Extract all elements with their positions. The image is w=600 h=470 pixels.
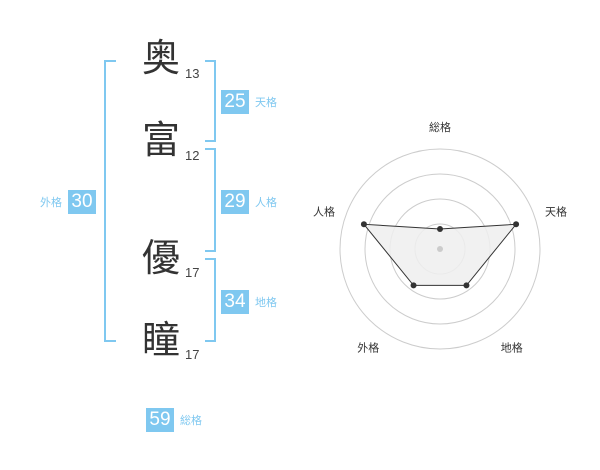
radar-ring xyxy=(339,148,541,350)
stroke-count-2: 12 xyxy=(185,148,200,163)
chikaku-value: 34 xyxy=(221,290,249,314)
tenkaku-value: 25 xyxy=(221,90,249,114)
tenkaku-label: 天格 xyxy=(255,96,277,109)
radar-polygon xyxy=(362,223,518,286)
soukaku-score: 59 総格 xyxy=(146,408,202,432)
gaikaku-label: 外格 xyxy=(40,196,62,209)
jinkaku-value: 29 xyxy=(221,190,249,214)
soukaku-label: 総格 xyxy=(180,414,202,427)
radar-points xyxy=(360,221,520,289)
tenkaku-score: 25 天格 xyxy=(221,90,277,114)
jinkaku-score: 29 人格 xyxy=(221,190,277,214)
soukaku-value: 59 xyxy=(146,408,174,432)
radar-axis-label: 地格 xyxy=(501,341,523,355)
radar-point-2 xyxy=(513,221,520,228)
stroke-count-4: 17 xyxy=(185,347,200,362)
name-char-2: 富 xyxy=(142,118,181,162)
stroke-count-3: 17 xyxy=(185,265,200,280)
stroke-count-1: 13 xyxy=(185,66,200,81)
radar-axis-label: 人格 xyxy=(313,204,335,218)
radar-axis-label: 外格 xyxy=(357,341,379,355)
name-char-3: 優 xyxy=(142,236,181,280)
chikaku-label: 地格 xyxy=(255,296,277,309)
tenkaku-bracket xyxy=(205,60,216,142)
radar-axis-label: 天格 xyxy=(545,204,567,218)
gaikaku-value: 30 xyxy=(68,190,96,214)
radar-axis-label: 総格 xyxy=(429,120,451,134)
radar-point-3 xyxy=(463,282,470,289)
chikaku-score: 34 地格 xyxy=(221,290,277,314)
chikaku-bracket xyxy=(205,258,216,342)
name-char-1: 奥 xyxy=(142,36,181,80)
radar-center xyxy=(437,246,443,252)
gaikaku-bracket xyxy=(104,60,116,342)
jinkaku-bracket xyxy=(205,148,216,252)
radar-ring xyxy=(364,173,516,325)
radar-point-5 xyxy=(360,221,367,228)
radar-point-4 xyxy=(410,282,417,289)
jinkaku-label: 人格 xyxy=(255,196,277,209)
gaikaku-score: 外格 30 xyxy=(40,190,96,214)
radar-point-1 xyxy=(437,226,443,232)
name-char-4: 瞳 xyxy=(142,318,181,362)
